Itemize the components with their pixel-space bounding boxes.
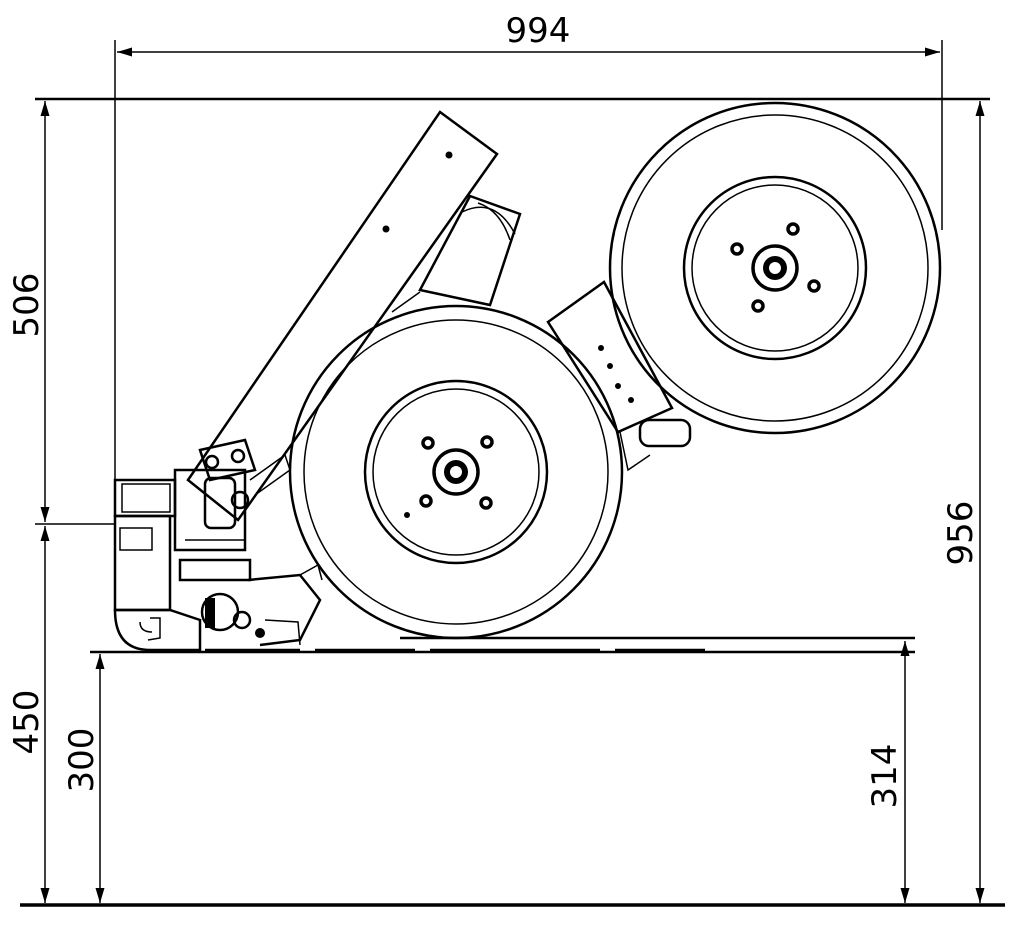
machine-drawing	[113, 101, 942, 652]
main-arm	[186, 110, 499, 522]
ground-dashes	[205, 636, 915, 652]
reference-lines	[20, 40, 1005, 907]
rear-wheel	[608, 101, 942, 435]
overall-width-label: 994	[506, 11, 571, 51]
upper-height-label: 506	[7, 273, 47, 338]
lower-height-label: 450	[7, 690, 47, 755]
hitch-assembly	[113, 438, 323, 652]
dimension-lines	[40, 47, 985, 903]
hitch-height-label: 300	[62, 728, 102, 793]
hydraulic-cylinder	[391, 194, 522, 313]
ground-clearance-label: 314	[865, 744, 905, 809]
link-plate	[546, 280, 692, 472]
overall-height-label: 956	[941, 501, 981, 566]
front-wheel	[288, 304, 624, 640]
